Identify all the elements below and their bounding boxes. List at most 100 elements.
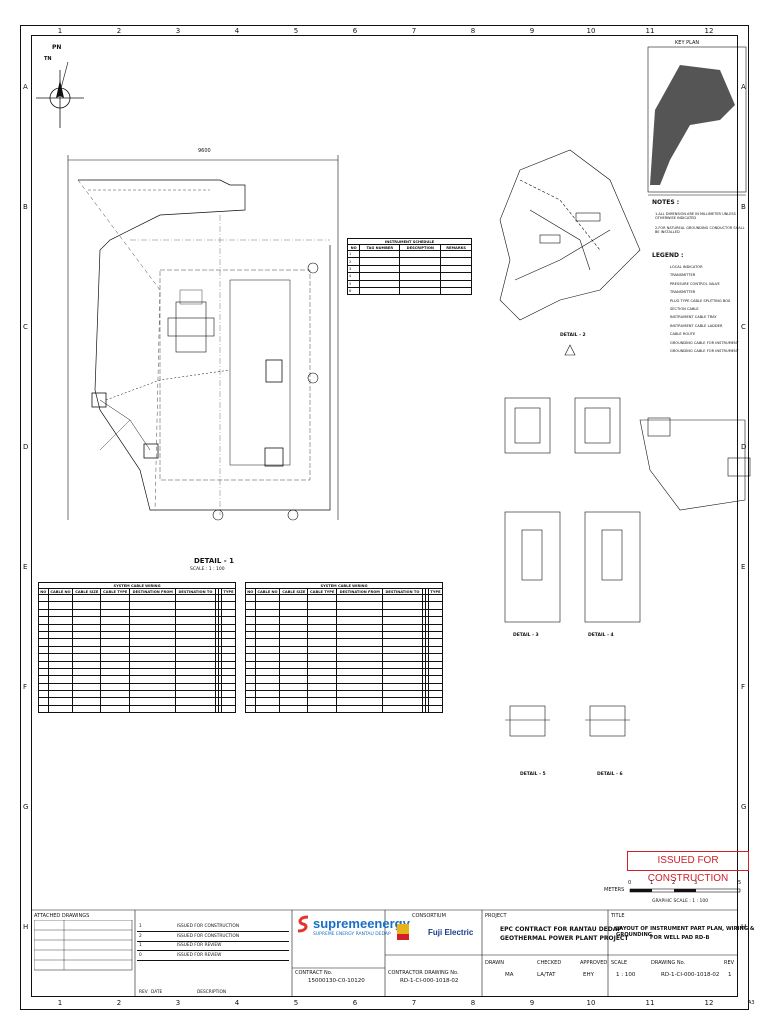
table-cell bbox=[279, 704, 309, 714]
table-cell bbox=[427, 645, 444, 655]
table-cell bbox=[47, 623, 74, 632]
table-cell bbox=[307, 690, 338, 699]
table-cell bbox=[72, 616, 102, 625]
table-row bbox=[245, 660, 444, 669]
table-cell bbox=[245, 704, 256, 714]
table-cell bbox=[72, 690, 102, 699]
table-cell bbox=[279, 675, 309, 684]
table-cell bbox=[220, 616, 237, 625]
graphic-scale-bar bbox=[629, 888, 741, 893]
table-row bbox=[245, 645, 444, 655]
table-cell bbox=[129, 593, 177, 603]
table-cell bbox=[254, 704, 281, 714]
table-cell bbox=[220, 593, 237, 603]
top-dimension: 9600 bbox=[198, 148, 211, 154]
table-row bbox=[38, 616, 237, 625]
table-cell bbox=[382, 645, 423, 655]
table-cell bbox=[440, 279, 472, 288]
table-cell bbox=[279, 667, 309, 677]
table-row bbox=[245, 630, 444, 640]
table-cell bbox=[279, 653, 309, 662]
table-cell bbox=[254, 630, 281, 640]
table-cell bbox=[220, 690, 237, 699]
table-cell bbox=[359, 257, 401, 266]
table-cell bbox=[245, 660, 256, 669]
table-row bbox=[245, 667, 444, 677]
table-cell bbox=[245, 638, 256, 647]
zone-marker-top: 12 bbox=[704, 27, 714, 35]
table-cell bbox=[245, 623, 256, 632]
table-cell bbox=[129, 653, 177, 662]
zone-marker-top: 2 bbox=[116, 27, 122, 35]
table-cell bbox=[254, 593, 281, 603]
notes-list: 1.ALL DIMENSION ARE IN MILLIMETER UNLESS… bbox=[655, 212, 745, 240]
zone-marker-bottom: 10 bbox=[586, 999, 596, 1007]
table-cell bbox=[307, 638, 338, 647]
cabinet-details bbox=[504, 397, 751, 737]
zone-marker-left: A bbox=[23, 83, 28, 91]
table-cell bbox=[427, 667, 444, 677]
zone-marker-left: B bbox=[23, 203, 28, 211]
zone-marker-left: C bbox=[23, 323, 28, 331]
legend-item: TRANSMITTER bbox=[670, 290, 696, 295]
table-cell bbox=[38, 667, 49, 677]
drawing-frame bbox=[31, 35, 738, 997]
graphic-scale-label: GRAPHIC SCALE : 1 : 100 bbox=[652, 899, 709, 904]
table-cell bbox=[399, 264, 442, 274]
table-cell bbox=[72, 653, 102, 662]
rev-value: 1 bbox=[728, 972, 732, 978]
zone-marker-bottom: 12 bbox=[704, 999, 714, 1007]
table-cell bbox=[427, 660, 444, 669]
table-cell bbox=[129, 660, 177, 669]
table-cell bbox=[72, 593, 102, 603]
table-cell bbox=[38, 690, 49, 699]
table-cell bbox=[254, 697, 281, 706]
table-row bbox=[245, 682, 444, 692]
table-cell bbox=[427, 653, 444, 662]
contractor-drawing-label: CONTRACTOR DRAWING No. bbox=[388, 970, 459, 976]
table-cell bbox=[38, 704, 49, 714]
table-cell bbox=[336, 653, 384, 662]
table-cell bbox=[38, 630, 49, 640]
table-cell bbox=[72, 601, 102, 610]
zone-marker-bottom: 1 bbox=[57, 999, 63, 1007]
table-cell bbox=[279, 682, 309, 692]
table-cell bbox=[129, 690, 177, 699]
table-row bbox=[38, 667, 237, 677]
table-cell bbox=[175, 616, 216, 625]
table-cell bbox=[245, 608, 256, 618]
legend-item: PRESSURE CONTROL VALVE bbox=[670, 281, 720, 286]
table-row: 5 bbox=[346, 279, 472, 288]
table-cell bbox=[382, 653, 423, 662]
table-cell bbox=[279, 645, 309, 655]
table-cell bbox=[47, 660, 74, 669]
project-line-2: GEOTHERMAL POWER PLANT PROJECT bbox=[500, 935, 629, 942]
table-cell bbox=[38, 645, 49, 655]
scale-tick-label: 3 bbox=[694, 880, 698, 886]
table-cell bbox=[307, 653, 338, 662]
zone-marker-left: G bbox=[23, 803, 29, 811]
zone-marker-top: 9 bbox=[529, 27, 535, 35]
table-cell bbox=[100, 682, 131, 692]
revision-number: 0 bbox=[139, 952, 142, 958]
table-cell bbox=[72, 667, 102, 677]
table-row bbox=[38, 653, 237, 662]
table-row bbox=[38, 630, 237, 640]
table-cell bbox=[100, 593, 131, 603]
zone-marker-bottom: 8 bbox=[470, 999, 476, 1007]
table-cell bbox=[427, 638, 444, 647]
table-cell bbox=[129, 608, 177, 618]
table-cell bbox=[100, 660, 131, 669]
table-cell bbox=[399, 286, 442, 296]
table-cell bbox=[100, 675, 131, 684]
table-cell bbox=[220, 645, 237, 655]
table-cell bbox=[307, 616, 338, 625]
table-cell bbox=[254, 623, 281, 632]
table-row bbox=[38, 638, 237, 647]
table-cell bbox=[440, 286, 472, 296]
